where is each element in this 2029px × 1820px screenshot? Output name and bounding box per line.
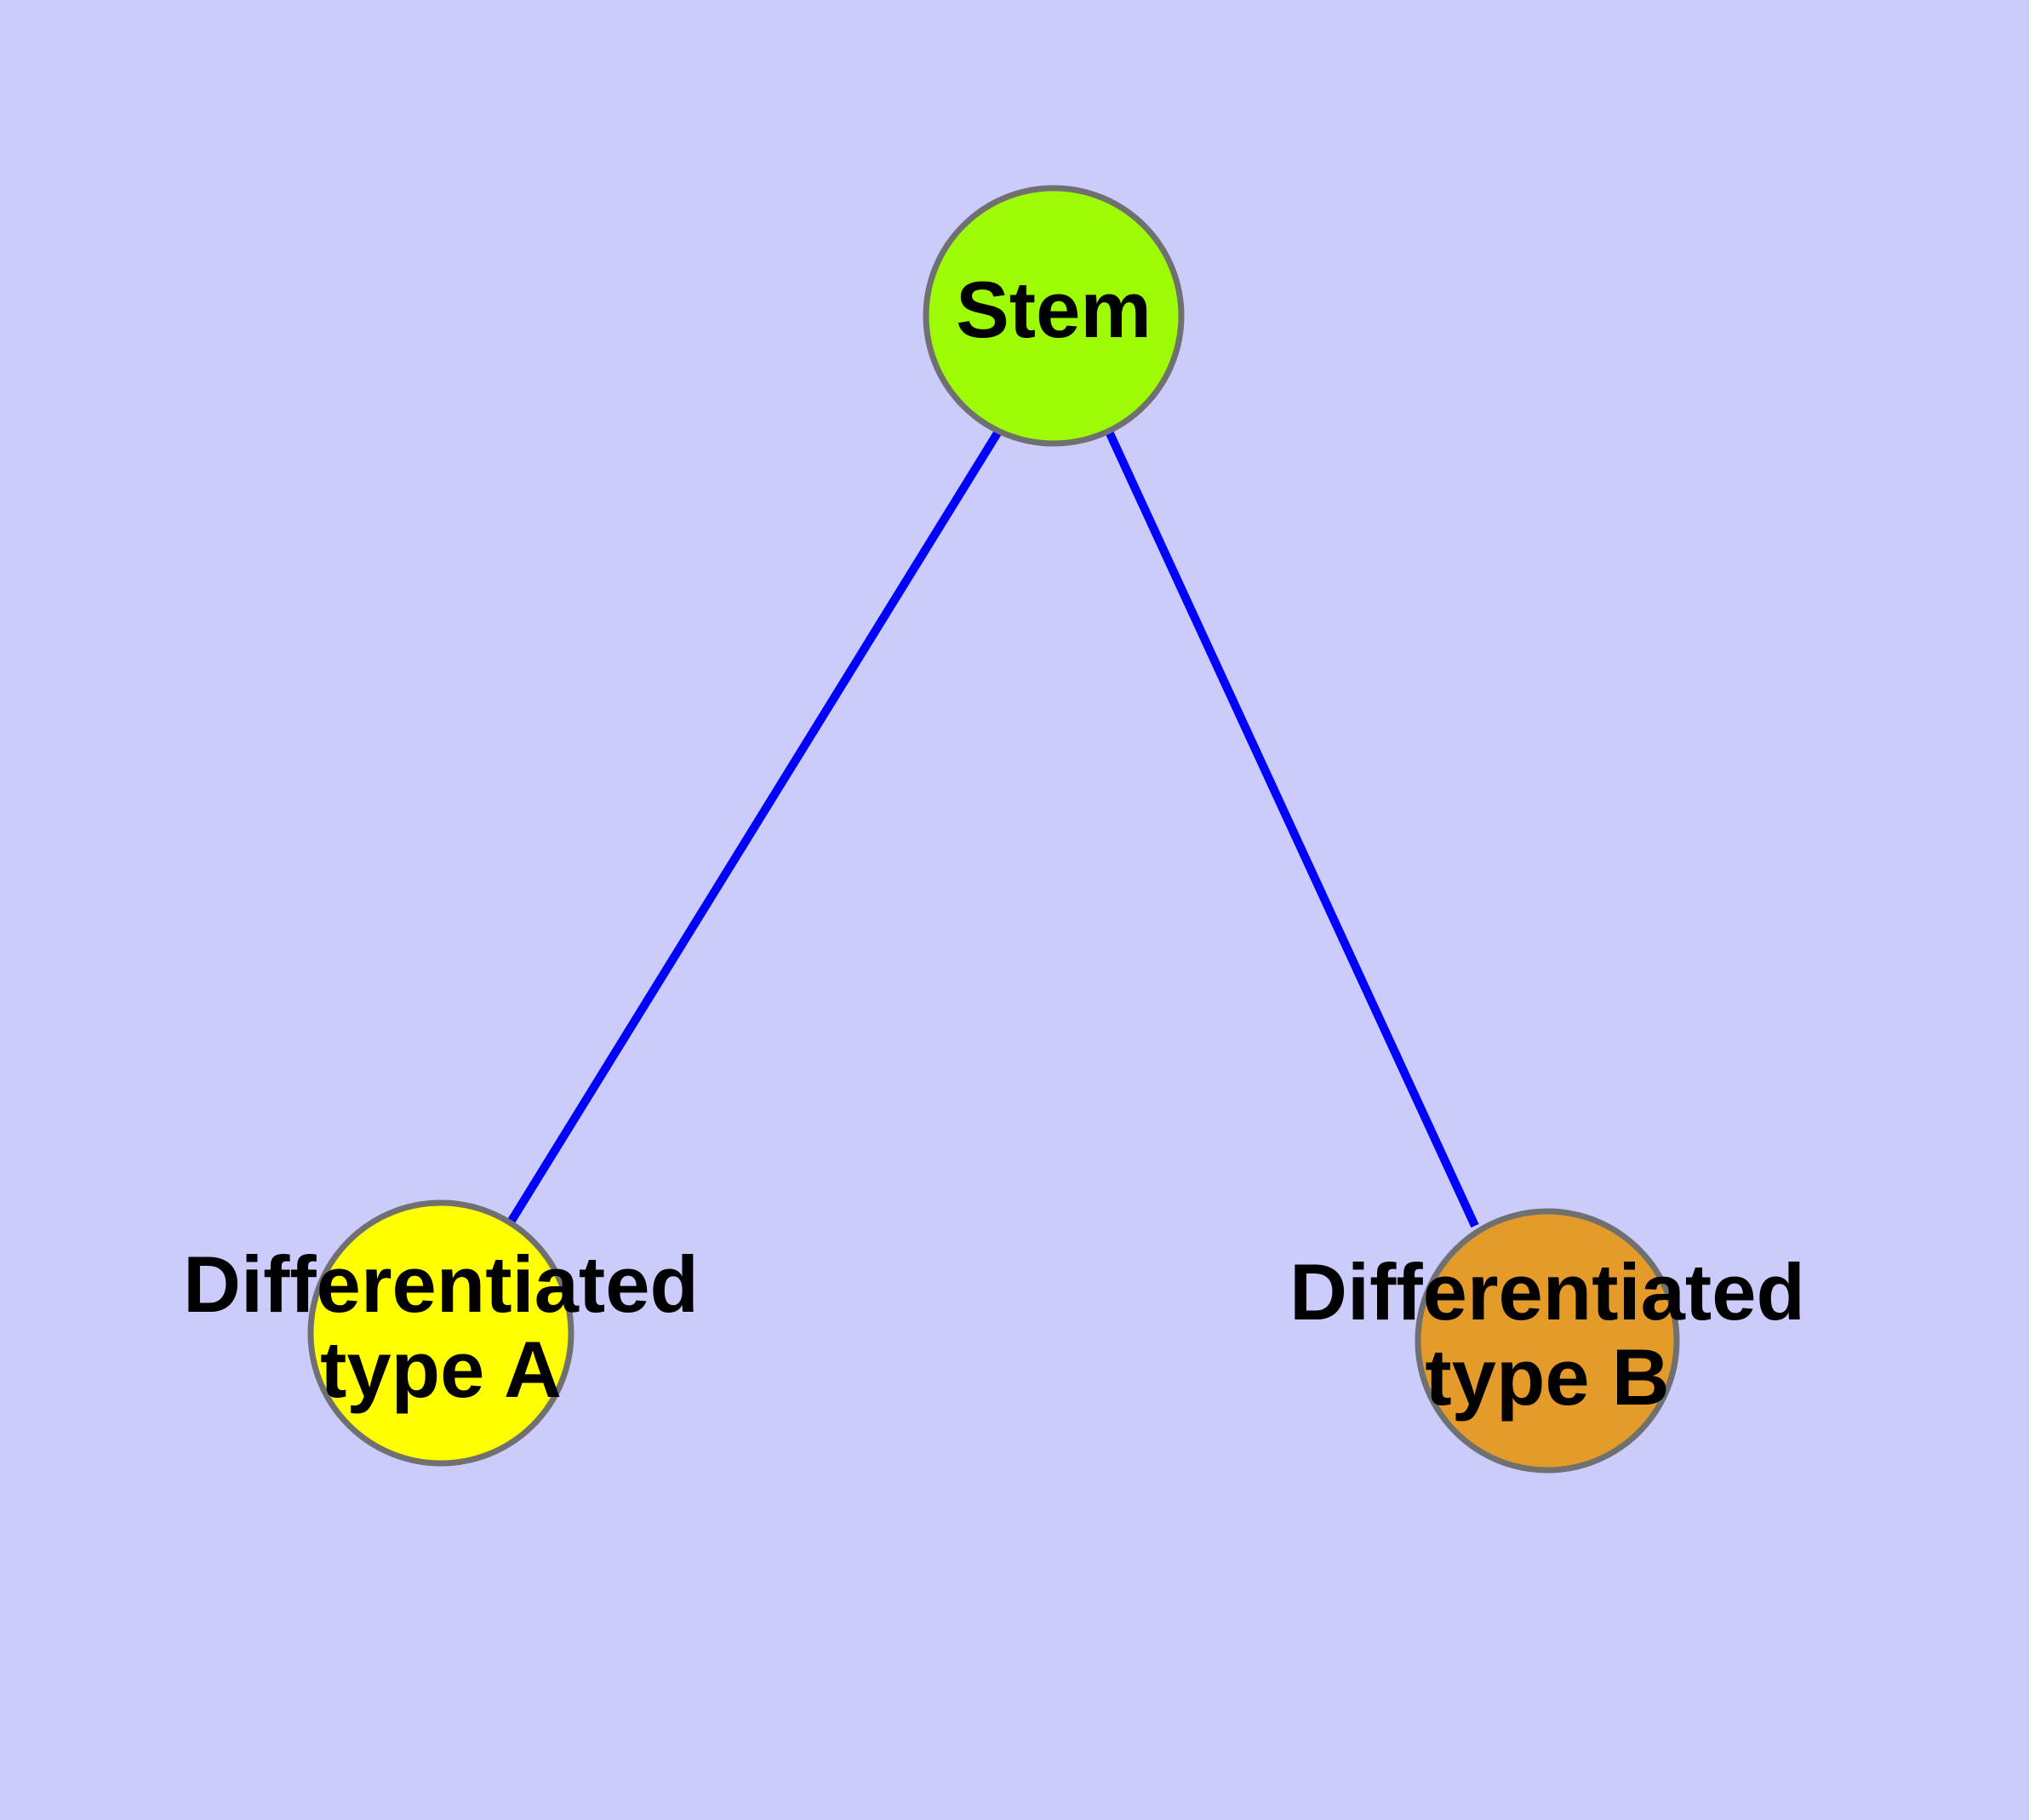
edge-stem-to-diff-a[interactable] [507,429,1003,1223]
node-label-stem: Stem [956,265,1152,354]
edge-layer [507,429,1479,1228]
node-label-line: Stem [956,265,1152,354]
node-label-line: type A [320,1325,562,1414]
node-diff-b[interactable] [1415,1208,1680,1474]
node-label-line: Differentiated [183,1239,699,1329]
node-layer [307,185,1680,1474]
node-label-line: type B [1425,1332,1669,1422]
edge-stem-to-diff-b[interactable] [1105,429,1479,1228]
node-diff-a[interactable] [307,1199,574,1467]
node-stem[interactable] [923,185,1185,447]
node-label-line: Differentiated [1289,1247,1805,1336]
